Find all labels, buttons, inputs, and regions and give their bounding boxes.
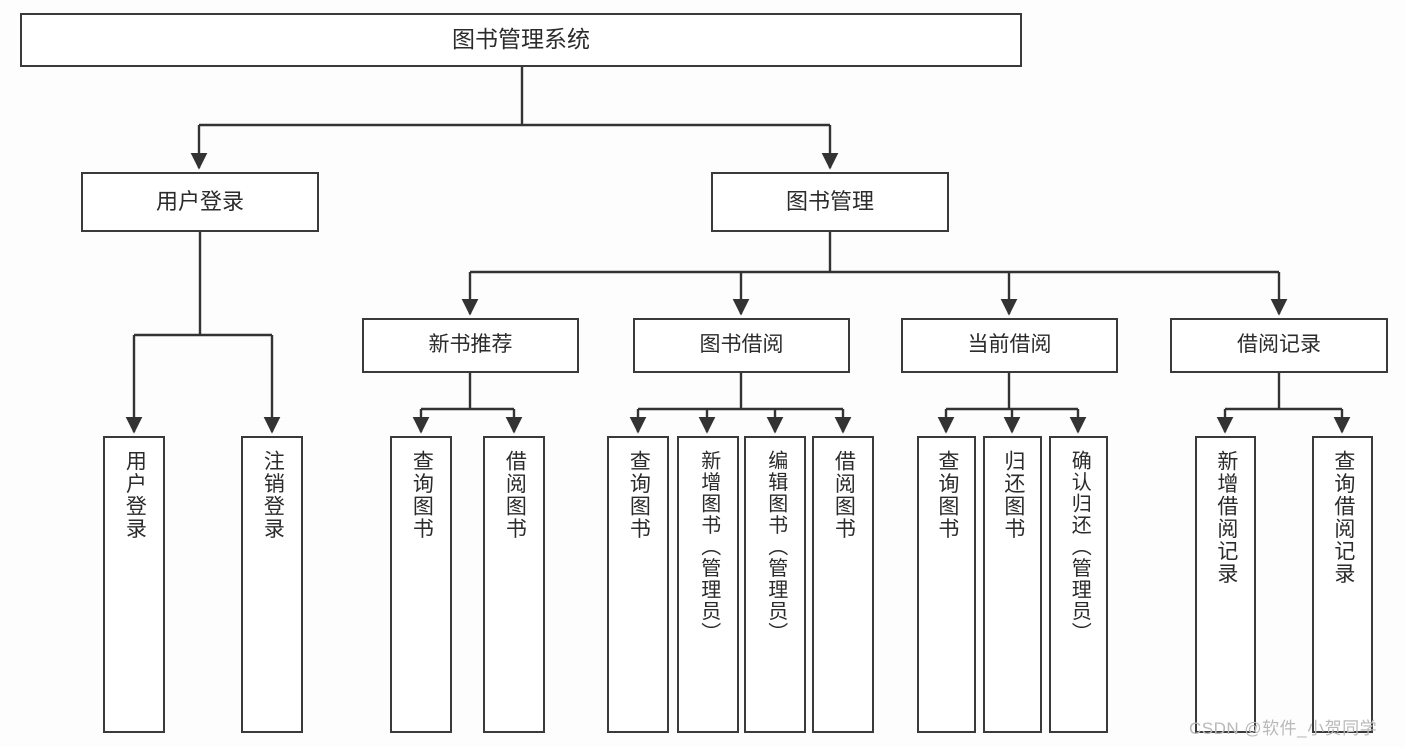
- leaf-add-book-admin[interactable]: 新增图书（管理员）: [677, 436, 739, 733]
- leaf-query-borrow-record-label: 查询借阅记录: [1331, 450, 1355, 585]
- leaf-inner: 查询借阅记录: [1314, 438, 1371, 731]
- csdn-watermark: CSDN @软件_小贺同学: [1189, 719, 1378, 738]
- leaf-inner: 新增借阅记录: [1197, 438, 1254, 731]
- leaf-borrow-book-recommend[interactable]: 借阅图书: [483, 436, 545, 733]
- leaf-inner: 用户登录: [105, 438, 163, 731]
- leaf-confirm-return-admin-label: 确认归还（管理员）: [1068, 450, 1091, 644]
- leaf-query-book-recommend-label: 查询图书: [410, 450, 434, 540]
- leaf-query-book-current[interactable]: 查询图书: [917, 436, 976, 733]
- leaf-inner: 确认归还（管理员）: [1051, 438, 1106, 731]
- leaf-confirm-return-admin[interactable]: 确认归还（管理员）: [1049, 436, 1108, 733]
- leaf-edit-book-admin-label: 编辑图书（管理员）: [764, 450, 787, 644]
- leaf-query-borrow-record[interactable]: 查询借阅记录: [1312, 436, 1373, 733]
- leaf-inner: 借阅图书: [485, 438, 543, 731]
- leaf-query-book-borrow-label: 查询图书: [627, 450, 651, 540]
- leaf-logout-label: 注销登录: [261, 450, 285, 540]
- leaf-query-book-recommend[interactable]: 查询图书: [390, 436, 452, 733]
- leaf-inner: 查询图书: [609, 438, 667, 731]
- leaf-inner: 借阅图书: [814, 438, 872, 731]
- leaf-borrow-book-label: 借阅图书: [832, 450, 856, 540]
- leaf-logout[interactable]: 注销登录: [241, 436, 303, 733]
- node-current-borrow[interactable]: 当前借阅: [901, 318, 1118, 373]
- node-user-login-label: 用户登录: [155, 189, 244, 215]
- leaf-query-book-current-label: 查询图书: [935, 450, 959, 540]
- leaf-borrow-book-recommend-label: 借阅图书: [503, 450, 527, 540]
- node-book-borrow[interactable]: 图书借阅: [633, 318, 850, 373]
- leaf-add-borrow-record[interactable]: 新增借阅记录: [1195, 436, 1256, 733]
- leaf-inner: 编辑图书（管理员）: [746, 438, 804, 731]
- leaf-inner: 查询图书: [392, 438, 450, 731]
- leaf-inner: 注销登录: [243, 438, 301, 731]
- node-root[interactable]: 图书管理系统: [20, 13, 1022, 67]
- leaf-edit-book-admin[interactable]: 编辑图书（管理员）: [744, 436, 806, 733]
- leaf-user-login-label: 用户登录: [123, 450, 147, 540]
- node-current-borrow-label: 当前借阅: [967, 333, 1052, 357]
- leaf-borrow-book[interactable]: 借阅图书: [812, 436, 874, 733]
- leaf-inner: 归还图书: [985, 438, 1040, 731]
- leaf-return-book[interactable]: 归还图书: [983, 436, 1042, 733]
- node-root-label: 图书管理系统: [452, 26, 590, 53]
- node-new-book-recommend[interactable]: 新书推荐: [362, 318, 579, 373]
- leaf-add-book-admin-label: 新增图书（管理员）: [697, 450, 720, 644]
- leaf-add-borrow-record-label: 新增借阅记录: [1214, 450, 1238, 585]
- leaf-inner: 查询图书: [919, 438, 974, 731]
- node-borrow-record[interactable]: 借阅记录: [1170, 318, 1388, 373]
- leaf-query-book-borrow[interactable]: 查询图书: [607, 436, 669, 733]
- node-user-login[interactable]: 用户登录: [81, 172, 319, 232]
- node-book-borrow-label: 图书借阅: [699, 333, 784, 357]
- leaf-user-login[interactable]: 用户登录: [103, 436, 165, 733]
- node-new-book-recommend-label: 新书推荐: [428, 333, 513, 357]
- node-book-management-label: 图书管理: [785, 189, 874, 215]
- leaf-inner: 新增图书（管理员）: [679, 438, 737, 731]
- node-borrow-record-label: 借阅记录: [1237, 333, 1321, 357]
- leaf-return-book-label: 归还图书: [1001, 450, 1025, 540]
- node-book-management[interactable]: 图书管理: [711, 172, 949, 232]
